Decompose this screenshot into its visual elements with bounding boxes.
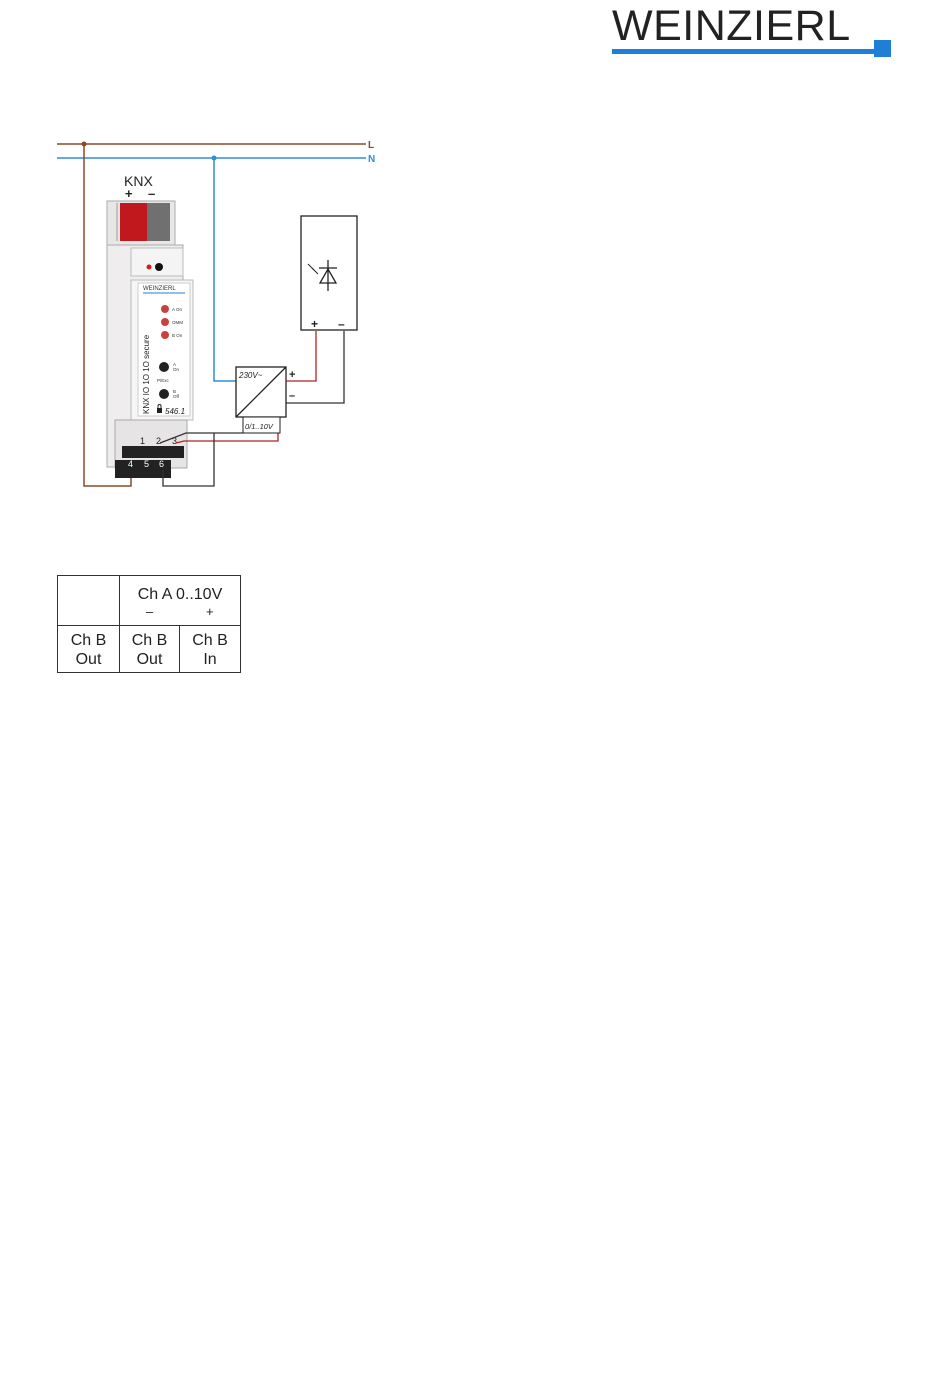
- table-divider: [58, 625, 240, 626]
- knx-device: WEINZIERL A On OMM B On A On P/Exc B Off…: [107, 201, 193, 478]
- button-a-sub: On: [173, 367, 180, 372]
- led-load: + –: [301, 216, 357, 331]
- table-cell-1-line2: Out: [58, 650, 119, 669]
- table-header-plus: +: [206, 604, 214, 619]
- terminal-assignment-table: Ch A 0..10V – + Ch B Out Ch B Out Ch B I…: [57, 575, 241, 673]
- product-number: 546.1: [165, 407, 185, 416]
- knx-terminal-red: [120, 203, 147, 241]
- terminal-5: 5: [144, 459, 149, 469]
- wire-n-to-driver: [214, 158, 236, 381]
- table-cell-2-line2: Out: [120, 650, 179, 669]
- led-comm: [161, 318, 169, 326]
- button-b-sub: Off: [173, 394, 180, 399]
- prog-button-top: [155, 263, 163, 271]
- button-a[interactable]: [159, 362, 169, 372]
- driver-output-label: 0/1..10V: [245, 422, 274, 431]
- driver-minus: –: [289, 390, 295, 402]
- table-cell-2-line1: Ch B: [120, 631, 179, 650]
- table-header-minus: –: [146, 604, 153, 619]
- led-b-on: [161, 331, 169, 339]
- label-n: N: [368, 154, 375, 165]
- driver-plus: +: [289, 369, 295, 381]
- table-cell-1-line1: Ch B: [58, 631, 119, 650]
- table-cell-3-line2: In: [180, 650, 240, 669]
- terminal-2: 2: [156, 436, 161, 446]
- led-a-on: [161, 305, 169, 313]
- led-label-comm: OMM: [172, 320, 183, 325]
- table-header-ch-a: Ch A 0..10V: [121, 585, 239, 604]
- led-label-b-on: B On: [172, 333, 183, 338]
- button-b[interactable]: [159, 389, 169, 399]
- lock-icon: [157, 408, 162, 413]
- terminal-1: 1: [140, 436, 145, 446]
- prog-led-red: [147, 265, 152, 270]
- knx-plus: +: [125, 186, 133, 201]
- knx-minus: –: [148, 186, 155, 201]
- driver-input-label: 230V~: [238, 371, 263, 380]
- terminal-6: 6: [159, 459, 164, 469]
- led-driver: 230V~ 0/1..10V + –: [236, 367, 295, 433]
- led-label-a-on: A On: [172, 307, 183, 312]
- load-minus: –: [338, 317, 345, 331]
- knx-terminal-grey: [147, 203, 170, 241]
- label-l: L: [368, 140, 374, 151]
- prog-label: P/Exc: [157, 378, 170, 383]
- device-brand: WEINZIERL: [143, 286, 176, 292]
- device-model: KNX IO 1O 1O secure: [142, 334, 151, 414]
- table-cell-3-line1: Ch B: [180, 631, 240, 650]
- load-plus: +: [311, 317, 318, 331]
- terminal-4: 4: [128, 459, 133, 469]
